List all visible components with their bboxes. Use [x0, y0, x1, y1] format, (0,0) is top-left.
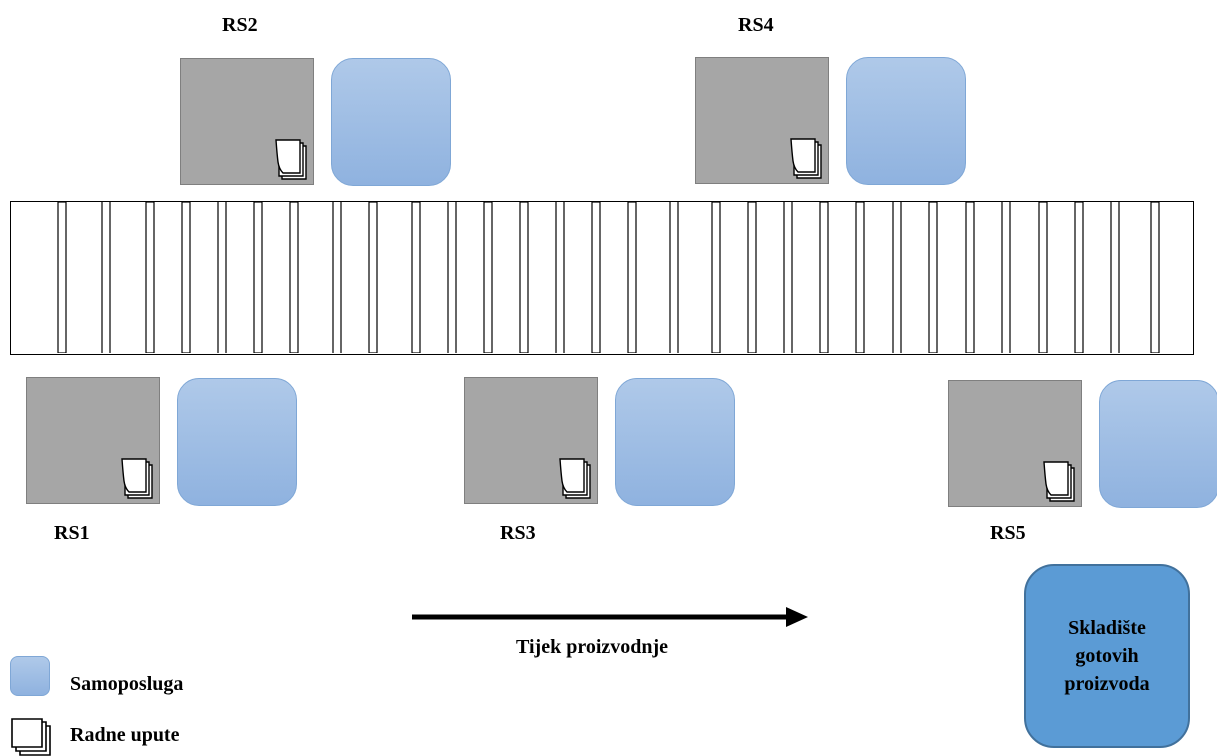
conveyor-slat	[332, 202, 342, 353]
station-label-rs5: RS5	[990, 522, 1026, 544]
work-instructions-icon	[121, 458, 153, 499]
finished-goods-warehouse: Skladište gotovih proizvoda	[1024, 564, 1190, 748]
conveyor-slat	[555, 202, 565, 353]
conveyor-slat	[783, 202, 793, 353]
conveyor-slat	[1038, 202, 1048, 353]
legend-self-service-label: Samoposluga	[70, 673, 184, 695]
flow-arrow	[412, 607, 808, 627]
self-service-rs1	[177, 378, 297, 506]
conveyor-slat	[57, 202, 67, 353]
flow-label: Tijek proizvodnje	[516, 636, 669, 658]
station-label-rs2: RS2	[222, 14, 258, 36]
station-label-rs1: RS1	[54, 522, 90, 544]
workstation-rs3	[464, 377, 598, 504]
conveyor-slat	[855, 202, 865, 353]
conveyor-slat	[1150, 202, 1160, 353]
work-instructions-icon	[790, 138, 822, 179]
self-service-rs2	[331, 58, 451, 186]
conveyor-slat	[447, 202, 457, 353]
legend-self-service-swatch	[10, 656, 50, 696]
conveyor-slat	[483, 202, 493, 353]
conveyor-slat	[101, 202, 111, 353]
conveyor-slat	[1110, 202, 1120, 353]
workstation-rs2	[180, 58, 314, 185]
conveyor-slat	[217, 202, 227, 353]
legend-work-instructions-label: Radne upute	[70, 724, 180, 746]
conveyor-slat	[711, 202, 721, 353]
conveyor-slat	[591, 202, 601, 353]
conveyor-slat	[965, 202, 975, 353]
conveyor-slat	[928, 202, 938, 353]
conveyor-slat	[819, 202, 829, 353]
conveyor-slats	[57, 202, 1160, 353]
conveyor-slat	[1001, 202, 1011, 353]
workstation-rs1	[26, 377, 160, 504]
conveyor-slat	[1074, 202, 1084, 353]
station-label-rs4: RS4	[738, 14, 774, 36]
conveyor-slat	[892, 202, 902, 353]
work-instructions-icon	[559, 458, 591, 499]
self-service-rs3	[615, 378, 735, 506]
workstation-rs4	[695, 57, 829, 184]
conveyor-slat	[253, 202, 263, 353]
conveyor-slat	[519, 202, 529, 353]
conveyor-slat	[181, 202, 191, 353]
legend-work-instructions-icon	[11, 718, 51, 756]
conveyor-slat	[368, 202, 378, 353]
conveyor-slat	[747, 202, 757, 353]
warehouse-label: Skladište gotovih proizvoda	[1064, 617, 1150, 695]
conveyor-slat	[145, 202, 155, 353]
work-instructions-icon	[275, 139, 307, 180]
conveyor-slat	[289, 202, 299, 353]
station-label-rs3: RS3	[500, 522, 536, 544]
conveyor-slat	[411, 202, 421, 353]
workstation-rs5	[948, 380, 1082, 507]
conveyor-belt	[10, 201, 1194, 355]
conveyor-slat	[627, 202, 637, 353]
work-instructions-icon	[1043, 461, 1075, 502]
self-service-rs4	[846, 57, 966, 185]
conveyor-slat	[669, 202, 679, 353]
self-service-rs5	[1099, 380, 1217, 508]
